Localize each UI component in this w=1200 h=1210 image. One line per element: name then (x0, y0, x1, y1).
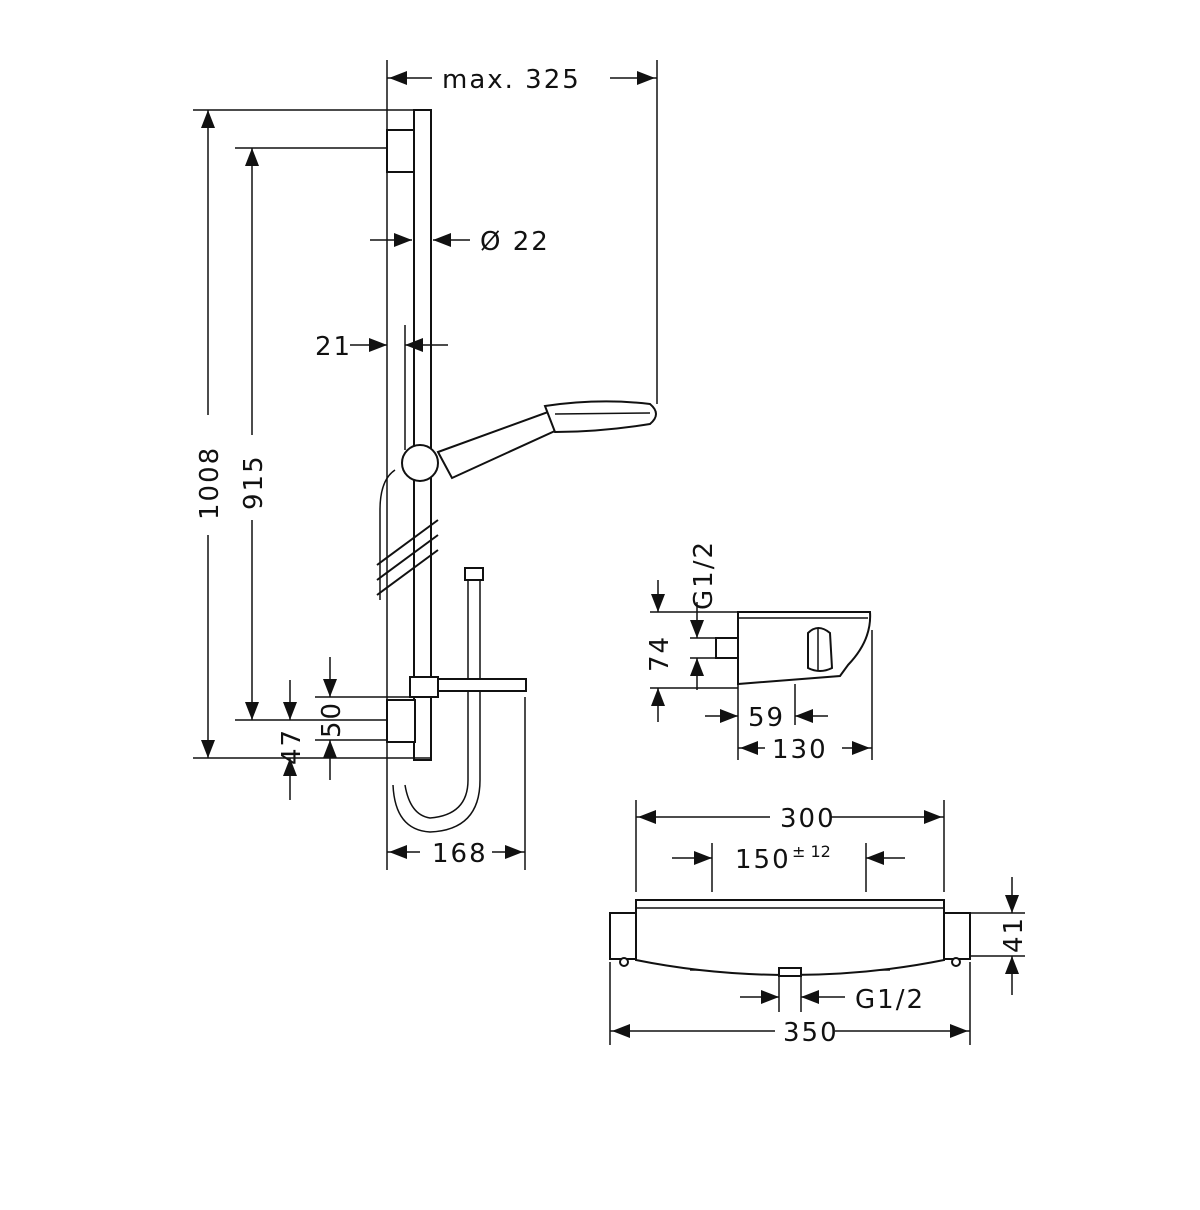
dimension-side-inlet-arrows (690, 602, 704, 690)
dimension-max-reach: max. 325 (387, 65, 657, 95)
front-total-width-label: 350 (783, 1018, 839, 1048)
front-spacing-tolerance: ± 12 (792, 842, 831, 861)
handshower-face (554, 412, 651, 415)
total-height-label: 1008 (195, 446, 225, 520)
left-handle (609, 912, 637, 960)
side-height-label: 74 (645, 635, 675, 672)
top-wall-bracket (386, 129, 416, 173)
holder-height-label: 50 (317, 701, 347, 738)
dimension-side-height: 74 (645, 580, 675, 722)
side-inlet-label: G1/2 (689, 540, 719, 610)
thermostat-knob (807, 627, 834, 672)
shelf (437, 678, 527, 692)
shelf-clamp (409, 676, 439, 698)
side-inner-label: 59 (748, 703, 785, 733)
shower-rail-assembly (376, 109, 657, 833)
handshower-head (543, 400, 657, 434)
dimension-total-height: 1008 (195, 110, 225, 758)
handshower-handle (436, 410, 559, 480)
hose-connector (464, 567, 484, 581)
right-handle (943, 912, 971, 960)
right-inlet-dot (951, 957, 961, 967)
dimension-rail-height: 915 (239, 148, 269, 720)
dimension-rail-offset: 21 (315, 332, 448, 362)
side-depth-label: 130 (772, 735, 828, 765)
shower-rail (413, 109, 432, 761)
front-outlet-label: G1/2 (855, 985, 925, 1015)
front-height-label: 41 (999, 916, 1029, 953)
depth-label: 168 (432, 839, 488, 869)
dimension-depth: 168 (387, 839, 525, 869)
rail-offset-label: 21 (315, 332, 352, 362)
thermostat-front-view (609, 899, 971, 977)
rail-height-label: 915 (239, 454, 269, 510)
max-reach-label: max. 325 (442, 65, 581, 95)
front-width-label: 300 (780, 804, 836, 834)
extension-lines (193, 60, 658, 870)
dimension-front-width: 300 (636, 804, 944, 834)
hose-loop-inner (404, 575, 469, 819)
dimension-front-height: 41 (999, 877, 1029, 995)
front-spacing-label: 150 (735, 845, 791, 875)
hose-left (379, 469, 396, 600)
thermostat-body-front (635, 899, 945, 977)
bottom-wall-bracket (386, 699, 416, 743)
dimension-side-inner: 59 (705, 703, 828, 733)
dimension-side-depth: 130 (738, 735, 872, 765)
thermostat-side-view (715, 611, 872, 686)
rail-diameter-label: Ø 22 (480, 227, 550, 257)
lower-height-label: 47 (277, 728, 307, 765)
dimension-lower-height: 47 (277, 680, 307, 800)
dimension-front-outlet: G1/2 (740, 985, 925, 1015)
left-inlet-dot (619, 957, 629, 967)
dimension-front-spacing: 150 ± 12 (672, 842, 905, 875)
dimension-rail-diameter: Ø 22 (370, 227, 550, 257)
dimension-holder-height: 50 (317, 657, 347, 780)
hose-loop (392, 575, 481, 833)
inlet-connector (715, 637, 739, 659)
slider-ball (401, 444, 439, 482)
thermostat-body-side (737, 611, 872, 686)
dimension-front-total-width: 350 (610, 1018, 970, 1048)
outlet-connector (778, 967, 802, 977)
